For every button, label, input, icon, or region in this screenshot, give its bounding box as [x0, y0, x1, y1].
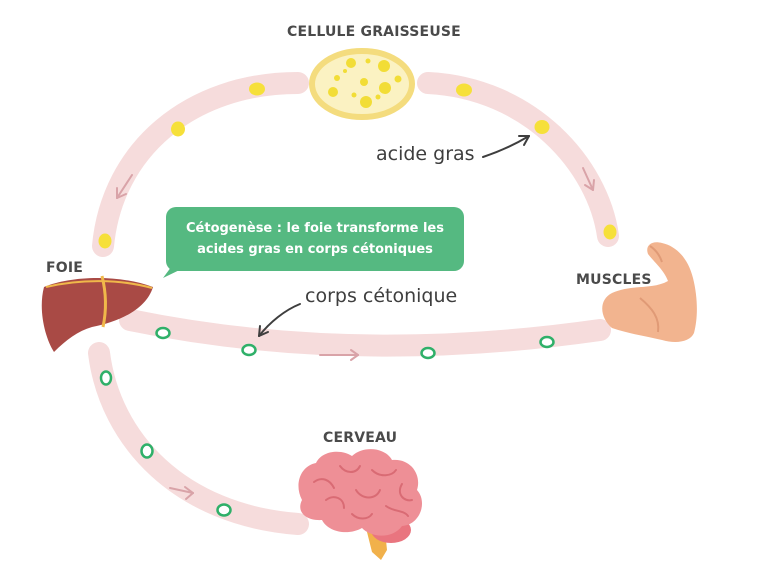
fatty-acid-label: acide gras	[376, 143, 475, 165]
callout-arrows	[258, 135, 530, 337]
ketone-body-particle	[241, 343, 257, 357]
flexed-arm-icon	[602, 242, 697, 342]
brain-icon	[298, 449, 423, 560]
fat-cell-label: CELLULE GRAISSEUSE	[287, 24, 461, 40]
vessel-liver-to-muscles	[119, 309, 611, 357]
bubble-line-2: acides gras en corps cétoniques	[197, 242, 433, 257]
flow-arrow-to-liver	[116, 174, 133, 199]
flow-arrow-to-muscles	[582, 167, 595, 191]
ketogenesis-speech-bubble: Cétogenèse : le foie transforme les acid…	[166, 207, 464, 271]
callout-arrow-corps-cetonique	[258, 303, 301, 337]
callout-arrow-acide-gras	[482, 135, 530, 158]
ketone-body-label: corps cétonique	[305, 285, 458, 307]
fatty-acid-particle	[456, 83, 472, 97]
fat-cell-icon	[309, 48, 415, 120]
ketone-body-particles	[99, 326, 555, 517]
brain-label: CERVEAU	[323, 430, 398, 446]
fatty-acid-particle	[534, 120, 550, 134]
ketone-body-particle	[155, 326, 171, 340]
flow-arrows	[116, 167, 595, 500]
vessel-liver-to-brain	[88, 342, 309, 535]
muscles-label: MUSCLES	[576, 272, 652, 288]
fatty-acid-particle	[603, 224, 617, 240]
ketone-body-particle	[99, 370, 113, 386]
ketone-body-particle	[539, 335, 555, 349]
fatty-acid-particle	[98, 233, 112, 249]
liver-label: FOIE	[46, 260, 84, 276]
ketone-body-particle	[420, 346, 436, 360]
bubble-line-1: Cétogenèse : le foie transforme les	[186, 221, 444, 236]
liver-icon	[41, 275, 153, 352]
ketone-body-particle	[216, 503, 232, 517]
fatty-acid-particles	[98, 82, 617, 249]
flow-arrow-liver-muscles	[319, 349, 359, 361]
ketone-body-particle	[140, 443, 154, 459]
fatty-acid-particle	[249, 82, 265, 96]
flow-arrow-to-brain	[169, 486, 194, 500]
fatty-acid-particle	[171, 121, 185, 137]
